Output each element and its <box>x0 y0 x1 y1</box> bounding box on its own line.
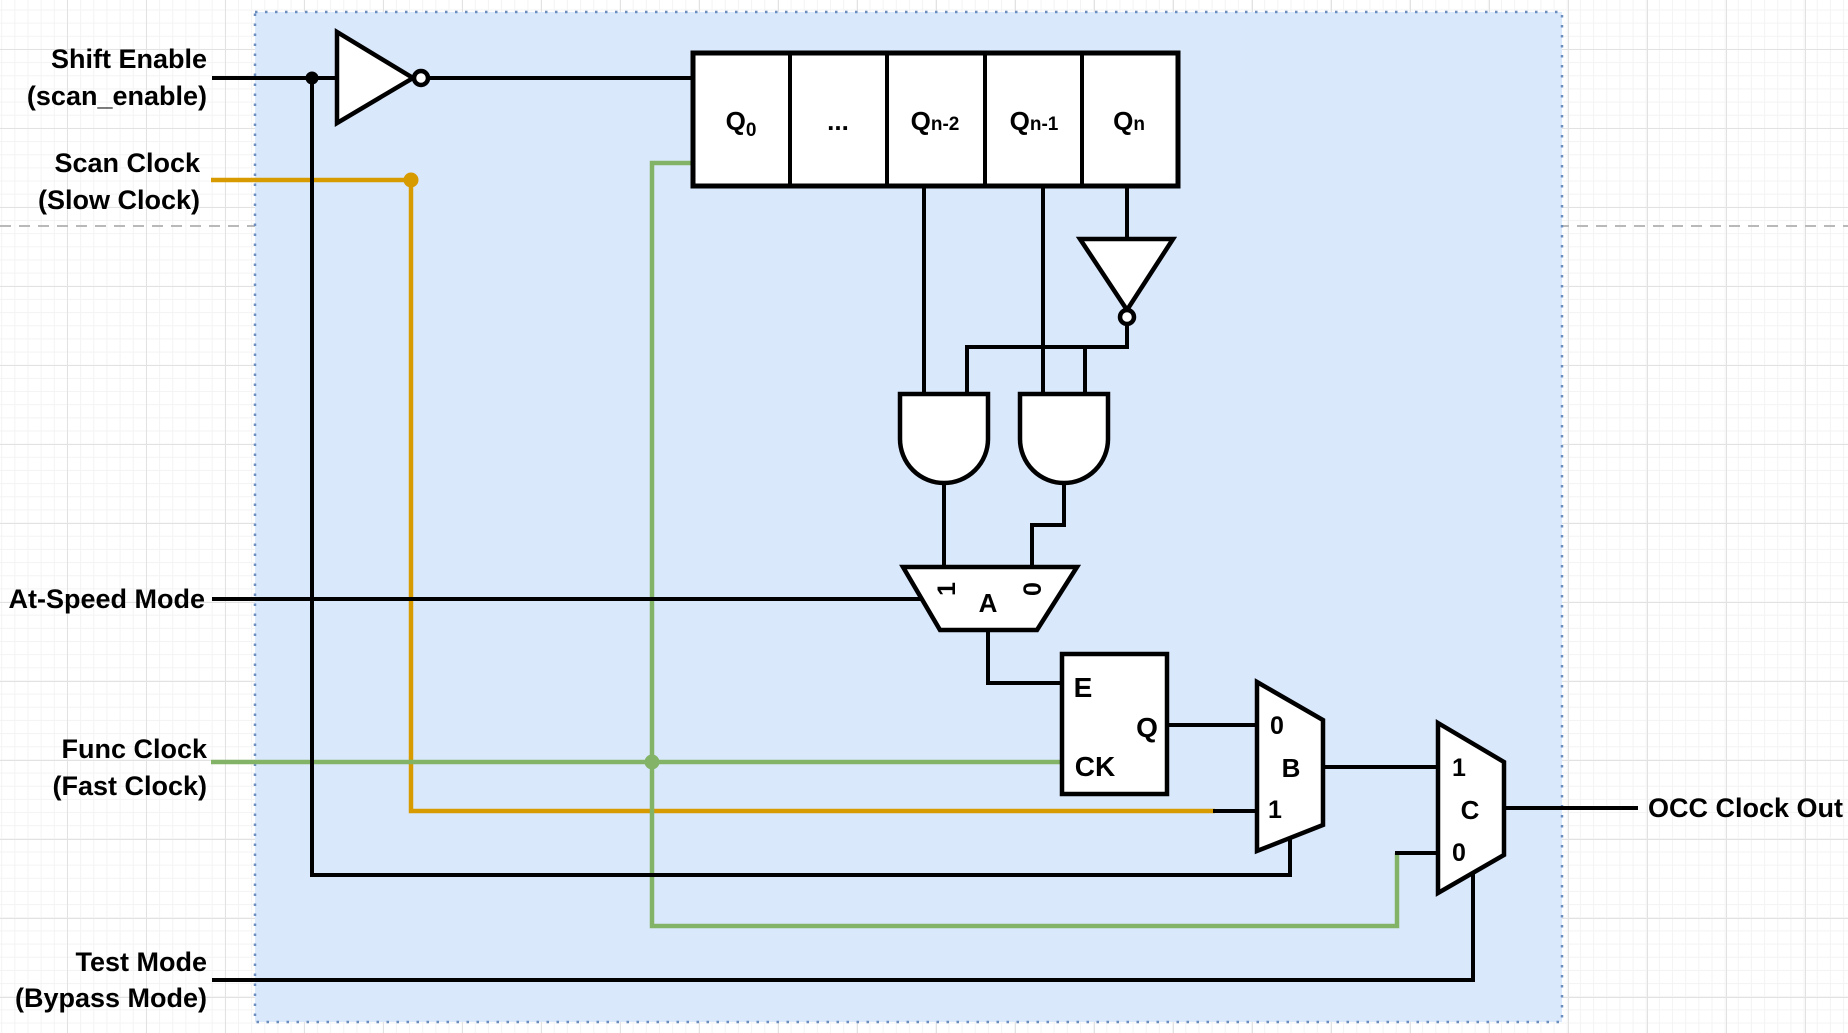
wire-func-to-mux-c <box>649 762 1400 929</box>
wire-qn-inverted <box>965 324 1129 394</box>
func-clock-label-line2: (Fast Clock) <box>52 771 207 801</box>
register-cell-qn1: Qn-1 <box>1010 106 1059 136</box>
inverter-qn <box>1075 236 1178 315</box>
wire-and-right-out <box>1030 483 1066 567</box>
register-cell-qn2: Qn-2 <box>911 106 960 136</box>
wire-mux-a-out <box>986 630 1062 685</box>
wire-func-to-register <box>649 160 693 762</box>
register-cell-dots: ... <box>827 106 849 136</box>
mux-a <box>899 564 1082 633</box>
inverter-shift-enable-bubble <box>411 68 431 88</box>
and-gate-right <box>1017 391 1111 486</box>
mux-b-in0-label: 0 <box>1270 712 1284 740</box>
mux-b-name: B <box>1282 753 1301 783</box>
mux-c-in0-label: 0 <box>1452 839 1466 867</box>
test-mode-label-line1: Test Mode <box>75 947 207 977</box>
mux-a-in0-label: 0 <box>1019 582 1047 596</box>
inverter-qn-bubble <box>1117 307 1137 327</box>
shift-enable-label-line1: Shift Enable <box>51 44 207 74</box>
mux-c-name: C <box>1461 795 1480 825</box>
junction-dot-func-clock <box>644 754 660 770</box>
flipflop-q-label: Q <box>1136 712 1158 743</box>
mux-a-in1-label: 1 <box>933 582 961 596</box>
func-clock-label-line1: Func Clock <box>61 734 208 764</box>
mux-b <box>1254 678 1326 855</box>
scan-clock-label-line1: Scan Clock <box>54 148 201 178</box>
register-cell-qn: Qn <box>1113 106 1145 136</box>
junction-dot-shift-enable <box>305 71 319 85</box>
and-gate-left <box>897 391 991 486</box>
test-mode-label-line2: (Bypass Mode) <box>15 983 207 1013</box>
mux-c <box>1435 719 1507 897</box>
flipflop-clock-label: CK <box>1075 751 1115 782</box>
shift-enable-label-line2: (scan_enable) <box>27 81 207 111</box>
register-cell-q0: Q0 <box>726 106 757 141</box>
scan-clock-label-line2: (Slow Clock) <box>38 185 200 215</box>
junction-dot-scan-clock <box>403 172 419 188</box>
inverter-shift-enable <box>334 28 418 127</box>
mux-c-in1-label: 1 <box>1452 754 1466 782</box>
wire-shift-enable-branch <box>310 78 1292 877</box>
flipflop-enable-label: E <box>1074 672 1093 703</box>
wire-test-mode <box>212 872 1475 982</box>
at-speed-mode-label: At-Speed Mode <box>8 584 205 614</box>
flipflop-box <box>1059 651 1170 797</box>
shift-register-box <box>690 50 1181 189</box>
mux-b-in1-label: 1 <box>1268 796 1282 824</box>
mux-a-name: A <box>979 588 998 618</box>
occ-clock-out-label: OCC Clock Out <box>1648 793 1843 823</box>
